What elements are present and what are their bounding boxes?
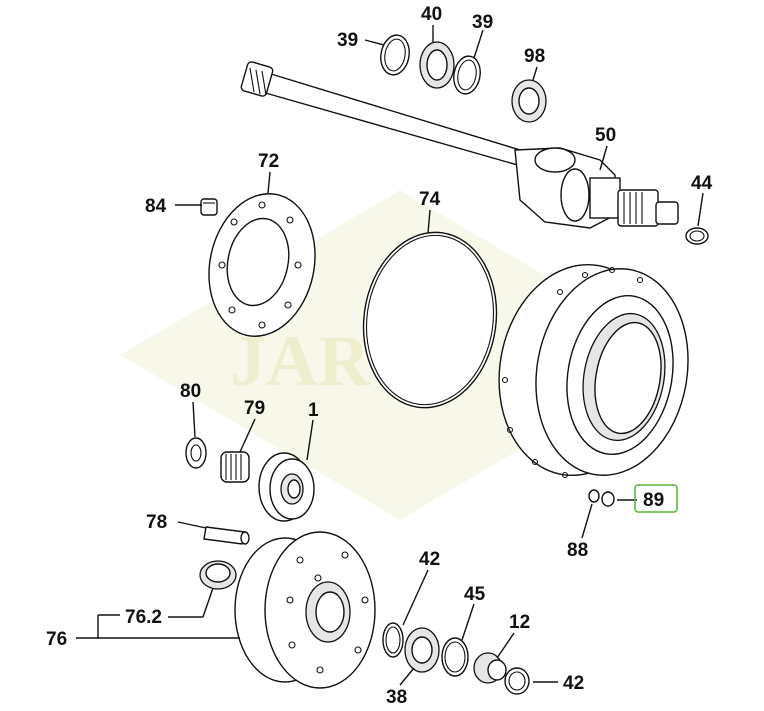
callout-88[interactable]: 88 <box>567 540 588 561</box>
part-seal-98[interactable] <box>511 79 547 123</box>
part-pin-78[interactable] <box>203 526 250 545</box>
part-axle-shaft[interactable] <box>240 61 679 229</box>
part-washer-88[interactable] <box>588 489 600 503</box>
callout-45[interactable]: 45 <box>464 584 486 605</box>
callout-80[interactable]: 80 <box>180 381 201 402</box>
part-snap-ring-39b[interactable] <box>451 54 483 96</box>
part-snap-ring-44[interactable] <box>685 227 709 245</box>
callout-98[interactable]: 98 <box>524 46 545 67</box>
callout-39b[interactable]: 39 <box>472 12 493 33</box>
part-o-ring-74[interactable] <box>352 224 507 417</box>
callout-12[interactable]: 12 <box>509 612 530 633</box>
callout-38[interactable]: 38 <box>386 687 407 708</box>
callout-79[interactable]: 79 <box>244 398 265 419</box>
part-ring-45[interactable] <box>441 637 469 677</box>
part-snap-ring-42a[interactable] <box>382 622 404 658</box>
callout-76-2[interactable]: 76.2 <box>125 607 162 628</box>
callout-72[interactable]: 72 <box>258 151 279 172</box>
part-nut-89[interactable] <box>601 491 615 507</box>
part-cover-plate-72[interactable] <box>196 184 328 346</box>
callout-39a[interactable]: 39 <box>337 30 358 51</box>
part-snap-ring-42b[interactable] <box>504 667 530 695</box>
part-bushing-76-2[interactable] <box>199 560 237 590</box>
part-bolt-84[interactable] <box>200 198 218 216</box>
part-sun-gear-12[interactable] <box>473 652 507 684</box>
callout-89-highlight <box>634 484 678 513</box>
callout-76[interactable]: 76 <box>46 629 67 650</box>
part-needle-bearing-79[interactable] <box>220 451 250 483</box>
part-ring-gear-hub[interactable] <box>483 252 704 489</box>
callout-44[interactable]: 44 <box>691 173 713 194</box>
callout-50[interactable]: 50 <box>595 125 616 146</box>
callout-78[interactable]: 78 <box>146 512 167 533</box>
part-bearing-40[interactable] <box>419 41 455 89</box>
part-bearing-38[interactable] <box>404 627 440 673</box>
leader-lines <box>76 25 704 686</box>
part-planet-carrier-76[interactable] <box>234 531 376 689</box>
callout-42a[interactable]: 42 <box>419 549 440 570</box>
part-planet-gear-1[interactable] <box>258 452 315 522</box>
callout-89[interactable]: 89 <box>643 490 664 511</box>
part-snap-ring-39a[interactable] <box>378 33 413 77</box>
callout-1[interactable]: 1 <box>308 400 319 421</box>
callout-40[interactable]: 40 <box>421 4 442 25</box>
part-washer-80[interactable] <box>185 437 207 469</box>
callout-42b[interactable]: 42 <box>563 673 584 694</box>
callout-labels: 39 40 39 98 50 44 72 84 74 80 79 1 78 76… <box>46 4 713 708</box>
callout-74[interactable]: 74 <box>419 189 441 210</box>
callout-84[interactable]: 84 <box>145 196 167 217</box>
